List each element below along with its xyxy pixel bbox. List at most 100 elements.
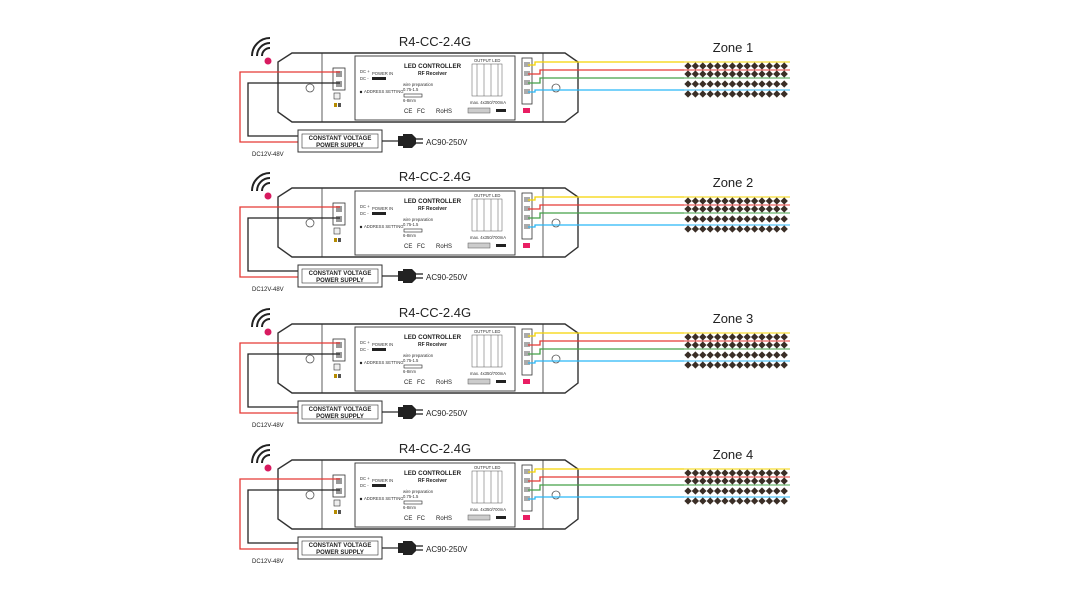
ac-range-label: AC90-250V — [426, 138, 468, 147]
model-title: R4-CC-2.4G — [399, 441, 471, 456]
dc-input-wires — [239, 342, 340, 414]
led-dot — [684, 205, 692, 213]
led-dot — [728, 341, 737, 349]
strip-length-label: 6-8mm — [403, 233, 417, 238]
led-array-icon — [684, 332, 790, 369]
power-supply-box: CONSTANT VOLTAGE POWER SUPPLY — [297, 400, 383, 424]
led-dot — [684, 90, 692, 98]
led-dot — [736, 62, 744, 70]
led-dot — [773, 70, 781, 78]
led-dot — [773, 215, 781, 223]
led-dot — [721, 62, 729, 70]
led-dot — [780, 333, 788, 341]
psu-label-line1: CONSTANT VOLTAGE — [309, 407, 372, 413]
led-dot — [736, 225, 744, 233]
led-dot — [750, 80, 759, 88]
led-dot — [758, 80, 766, 88]
led-dot — [721, 205, 729, 213]
led-dot — [728, 487, 737, 495]
led-dot — [699, 497, 707, 505]
led-dot — [773, 225, 781, 233]
led-dot — [758, 341, 766, 349]
led-dot — [750, 225, 759, 233]
power-in-label: POWER IN — [372, 71, 393, 76]
led-dot — [699, 80, 707, 88]
rf-receiver-label: RF Receiver — [418, 206, 447, 212]
led-dot — [728, 361, 737, 369]
led-dot — [691, 333, 700, 341]
led-dot — [721, 90, 729, 98]
model-title: R4-CC-2.4G — [399, 305, 471, 320]
output-channel-grid — [471, 470, 503, 504]
ce-mark: CE — [404, 380, 412, 386]
led-dot — [691, 197, 700, 205]
dc-input-wires — [239, 478, 340, 550]
led-dot — [691, 80, 700, 88]
led-dot — [691, 351, 700, 359]
led-controller-label: LED CONTROLLER — [404, 198, 462, 205]
led-dot — [684, 333, 692, 341]
power-supply-box: CONSTANT VOLTAGE POWER SUPPLY — [297, 536, 383, 560]
led-dot — [780, 469, 788, 477]
output-led-label: OUTPUT LED — [474, 329, 500, 334]
led-dot — [765, 487, 774, 495]
psu-label-line1: CONSTANT VOLTAGE — [309, 271, 372, 277]
controller-housing — [277, 52, 579, 123]
controller-unit-2: R4-CC-2.4G DC + — [239, 169, 790, 293]
power-plug-icon — [382, 405, 423, 419]
led-dot — [773, 205, 781, 213]
led-dot — [684, 351, 692, 359]
led-dot — [773, 351, 781, 359]
led-dot — [728, 333, 737, 341]
led-dot — [713, 477, 722, 485]
led-dot — [736, 70, 744, 78]
led-dot — [721, 351, 729, 359]
led-array-icon — [684, 196, 790, 233]
led-dot — [728, 80, 737, 88]
led-dot — [728, 215, 737, 223]
led-dot — [758, 477, 766, 485]
led-dot — [684, 70, 692, 78]
max-current-label: max. 4x350/700mA — [470, 100, 506, 105]
led-dot — [728, 197, 737, 205]
led-dot — [773, 197, 781, 205]
led-dot — [691, 497, 700, 505]
led-dot — [691, 215, 700, 223]
wifi-signal-icon — [251, 308, 272, 336]
led-dot — [728, 469, 737, 477]
led-dot — [706, 225, 714, 233]
rf-receiver-label: RF Receiver — [418, 342, 447, 348]
led-dot — [743, 469, 751, 477]
led-dot — [728, 70, 737, 78]
wifi-signal-icon — [251, 172, 272, 200]
led-dot — [684, 62, 692, 70]
power-supply-box: CONSTANT VOLTAGE POWER SUPPLY — [297, 264, 383, 288]
led-dot — [765, 80, 774, 88]
led-dot — [691, 477, 700, 485]
led-dot — [750, 351, 759, 359]
led-dot — [780, 497, 788, 505]
led-dot — [743, 90, 751, 98]
zone-title: Zone 2 — [713, 175, 753, 190]
led-dot — [765, 205, 774, 213]
led-dot — [691, 469, 700, 477]
led-dot — [736, 197, 744, 205]
led-dot — [728, 225, 737, 233]
psu-label-line1: CONSTANT VOLTAGE — [309, 136, 372, 142]
led-dot — [721, 215, 729, 223]
led-dot — [758, 215, 766, 223]
led-dot — [780, 62, 788, 70]
led-dot — [750, 341, 759, 349]
led-dot — [736, 487, 744, 495]
ac-range-label: AC90-250V — [426, 273, 468, 282]
led-dot — [743, 341, 751, 349]
led-dot — [713, 333, 722, 341]
led-dot — [758, 469, 766, 477]
led-dot — [713, 80, 722, 88]
dc-minus-label: DC - — [360, 211, 369, 216]
led-dot — [743, 351, 751, 359]
led-dot — [780, 341, 788, 349]
led-dot — [684, 361, 692, 369]
led-dot — [699, 487, 707, 495]
led-dot — [713, 62, 722, 70]
